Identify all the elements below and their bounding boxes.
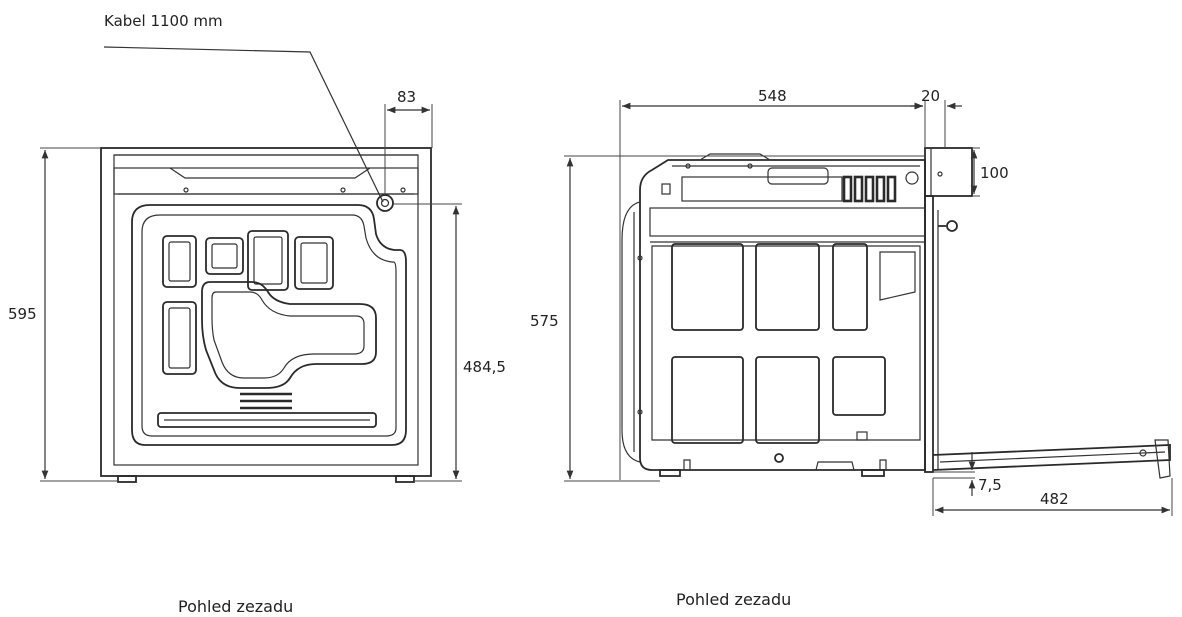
oven-body-side [639,159,926,471]
telescopic-rail [932,444,1171,471]
dim-label-20: 20 [921,87,940,105]
fan-vents [842,175,897,203]
cable-gland [376,194,394,212]
rear-housing [100,147,432,477]
dim-label-548: 548 [758,87,787,105]
dim-label-100: 100 [980,164,1009,182]
dimension-83: 83 [384,88,433,195]
dim-label-595: 595 [8,305,37,323]
dimension-484-5: 484,5 [393,203,506,482]
dimension-575: 575 [530,155,925,482]
rear-view-caption: Pohled zezadu [178,597,293,616]
dimension-595: 595 [8,147,118,482]
rear-view: Kabel 1100 mm [8,12,506,616]
dim-label-7-5: 7,5 [978,476,1002,494]
dim-label-482: 482 [1040,490,1069,508]
dimension-100: 100 [970,147,1009,197]
oven-door [924,195,934,473]
cable-leader: Kabel 1100 mm [103,12,384,203]
dim-label-484-5: 484,5 [463,358,506,376]
dim-label-83: 83 [397,88,416,106]
dimension-20: 20 [910,87,962,148]
cable-label: Kabel 1100 mm [104,12,223,30]
front-control-panel [924,147,973,197]
dimension-482: 482 [932,478,1173,516]
side-view-caption: Pohled zezadu [676,590,791,609]
dimension-548: 548 [619,87,926,480]
side-view: 548 20 575 100 7,5 [530,87,1173,609]
dimension-7-5: 7,5 [933,452,1002,496]
dim-label-575: 575 [530,312,559,330]
